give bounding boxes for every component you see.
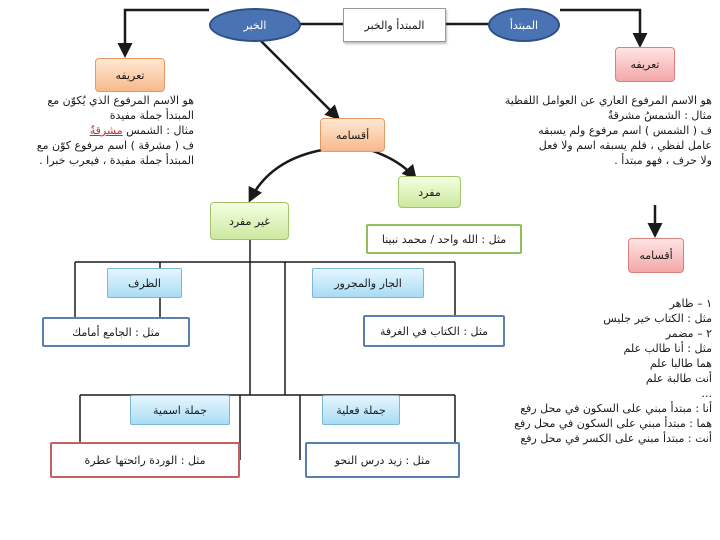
mufrad-example: مثل : الله واحد / محمد نبينا bbox=[366, 224, 522, 254]
khabar-def-line-2: المبتدأ جملة مفيدة bbox=[109, 109, 194, 122]
filiyya-box: جملة فعلية bbox=[322, 395, 400, 425]
mubtada-type-line-3: ٢ – مضمر bbox=[665, 327, 712, 340]
mubtada-type-line-5: هما طالبا علم bbox=[649, 357, 712, 370]
khabar-types-title: أقسامه bbox=[320, 118, 385, 152]
page-title: المبتدأ والخبر bbox=[343, 8, 446, 42]
jar-box: الجار والمجرور bbox=[312, 268, 424, 298]
khabar-def-line-3: مثال : الشمس مشرقةٌ bbox=[89, 124, 194, 137]
highlight-word: مشرقةٌ bbox=[89, 124, 123, 137]
ismiyya-box: جملة اسمية bbox=[130, 395, 230, 425]
zarf-box: الظرف bbox=[107, 268, 182, 298]
mubtada-type-line-4: مثل : أنا طالب علم bbox=[623, 342, 713, 355]
mubtada-type-line-10: أنت : مبتدأ مبني على الكسر في محل رفع bbox=[520, 432, 712, 445]
mubtada-ellipse: المبتدأ bbox=[488, 8, 560, 42]
mubtada-def-line-1: هو الاسم المرفوع العاري عن العوامل اللفظ… bbox=[504, 94, 712, 107]
khabar-def-line-1: هو الاسم المرفوع الذي يُكوّن مع bbox=[47, 94, 194, 107]
mubtada-type-line-6: أنت طالبة علم bbox=[645, 372, 712, 385]
arrow-khabar-types bbox=[259, 39, 341, 121]
arrow-khabar-definition bbox=[117, 8, 209, 58]
khabar-definition-title: تعريفه bbox=[95, 58, 165, 92]
mubtada-def-line-5: ولا حرف ، فهو مبتدأ . bbox=[614, 154, 712, 167]
zarf-example: مثل : الجامع أمامك bbox=[42, 317, 190, 347]
ghair-mufrad-box: غير مفرد bbox=[210, 202, 289, 240]
mubtada-definition-title: تعريفه bbox=[615, 47, 675, 82]
mubtada-type-line-8: أنا : مبتدأ مبني على السكون في محل رفع bbox=[520, 402, 712, 415]
mubtada-type-line-9: هما : مبتدأ مبني على السكون في محل رفع bbox=[514, 417, 712, 430]
filiyya-example: مثل : زيد درس النحو bbox=[305, 442, 460, 478]
khabar-definition-text: هو الاسم المرفوع الذي يُكوّن مع المبتدأ … bbox=[8, 93, 194, 168]
mubtada-type-line-7: ... bbox=[701, 387, 713, 400]
jar-example: مثل : الكتاب في الغرفة bbox=[363, 315, 505, 347]
arrow-types-mufrad bbox=[369, 148, 417, 181]
khabar-ellipse: الخبر bbox=[209, 8, 301, 42]
mubtada-type-line-1: ١ – ظاهر bbox=[669, 297, 712, 310]
mubtada-definition-text: هو الاسم المرفوع العاري عن العوامل اللفظ… bbox=[480, 93, 712, 168]
khabar-def-line-4: ف ( مشرقة ) اسم مرفوع كوّن مع bbox=[36, 139, 194, 152]
mubtada-types-title: أقسامه bbox=[628, 238, 684, 273]
arrow-mubtada-definition bbox=[560, 8, 648, 48]
mufrad-box: مفرد bbox=[398, 176, 461, 208]
mubtada-type-line-2: مثل : الكتاب خير جليس bbox=[603, 312, 712, 325]
mubtada-def-line-3: ف ( الشمس ) اسم مرفوع ولم يسبقه bbox=[538, 124, 712, 137]
ismiyya-example: مثل : الوردة رائحتها عطرة bbox=[50, 442, 240, 478]
mubtada-def-line-2: مثال : الشمسُ مشرقةٌ bbox=[607, 109, 712, 122]
mubtada-def-line-4: عامل لفظي ، فلم يسبقه اسم ولا فعل bbox=[538, 139, 712, 152]
arrow-types-ghair bbox=[248, 148, 323, 203]
mubtada-types-text: ١ – ظاهر مثل : الكتاب خير جليس ٢ – مضمر … bbox=[470, 296, 712, 446]
khabar-def-line-5: المبتدأ جملة مفيدة ، فيعرب خبرا . bbox=[39, 154, 194, 167]
